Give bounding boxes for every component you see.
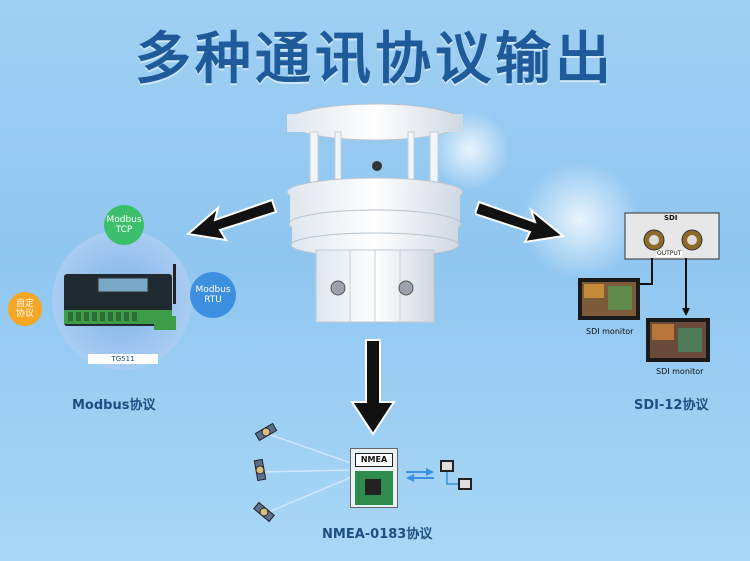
sdi-monitor-1-image <box>578 278 640 320</box>
arrow-right-icon <box>475 200 566 244</box>
weather-sensor-image <box>286 103 464 323</box>
custom-protocol-badge: 自定 协议 <box>8 292 42 326</box>
satellite-links-icon <box>253 422 355 523</box>
sdi-output-label: OUTPUT <box>656 250 683 257</box>
sdi-monitor-2-label: SDI monitor <box>656 367 704 376</box>
arrow-left-icon <box>185 198 278 242</box>
data-logger-image <box>64 264 176 330</box>
sdi-caption: SDI-12协议 <box>634 398 709 413</box>
modbus-caption: Modbus协议 <box>72 398 156 413</box>
modbus-rtu-badge: Modbus RTU <box>190 272 236 318</box>
sdi-box-title: SDI <box>664 214 678 222</box>
nmea-caption: NMEA-0183协议 <box>322 527 433 542</box>
arrow-down-icon <box>350 339 396 436</box>
sdi-monitor-1-label: SDI monitor <box>586 327 634 336</box>
page-title: 多种通讯协议输出 <box>135 27 615 92</box>
nmea-board <box>355 471 393 505</box>
modbus-tcp-badge: Modbus TCP <box>104 205 144 245</box>
nmea-chip-label: NMEA <box>355 453 393 467</box>
sdi-monitor-2-image <box>646 318 710 362</box>
nmea-output-icon <box>406 460 472 490</box>
device-label: TG511 <box>88 354 158 364</box>
nmea-module-image: NMEA <box>350 448 398 508</box>
